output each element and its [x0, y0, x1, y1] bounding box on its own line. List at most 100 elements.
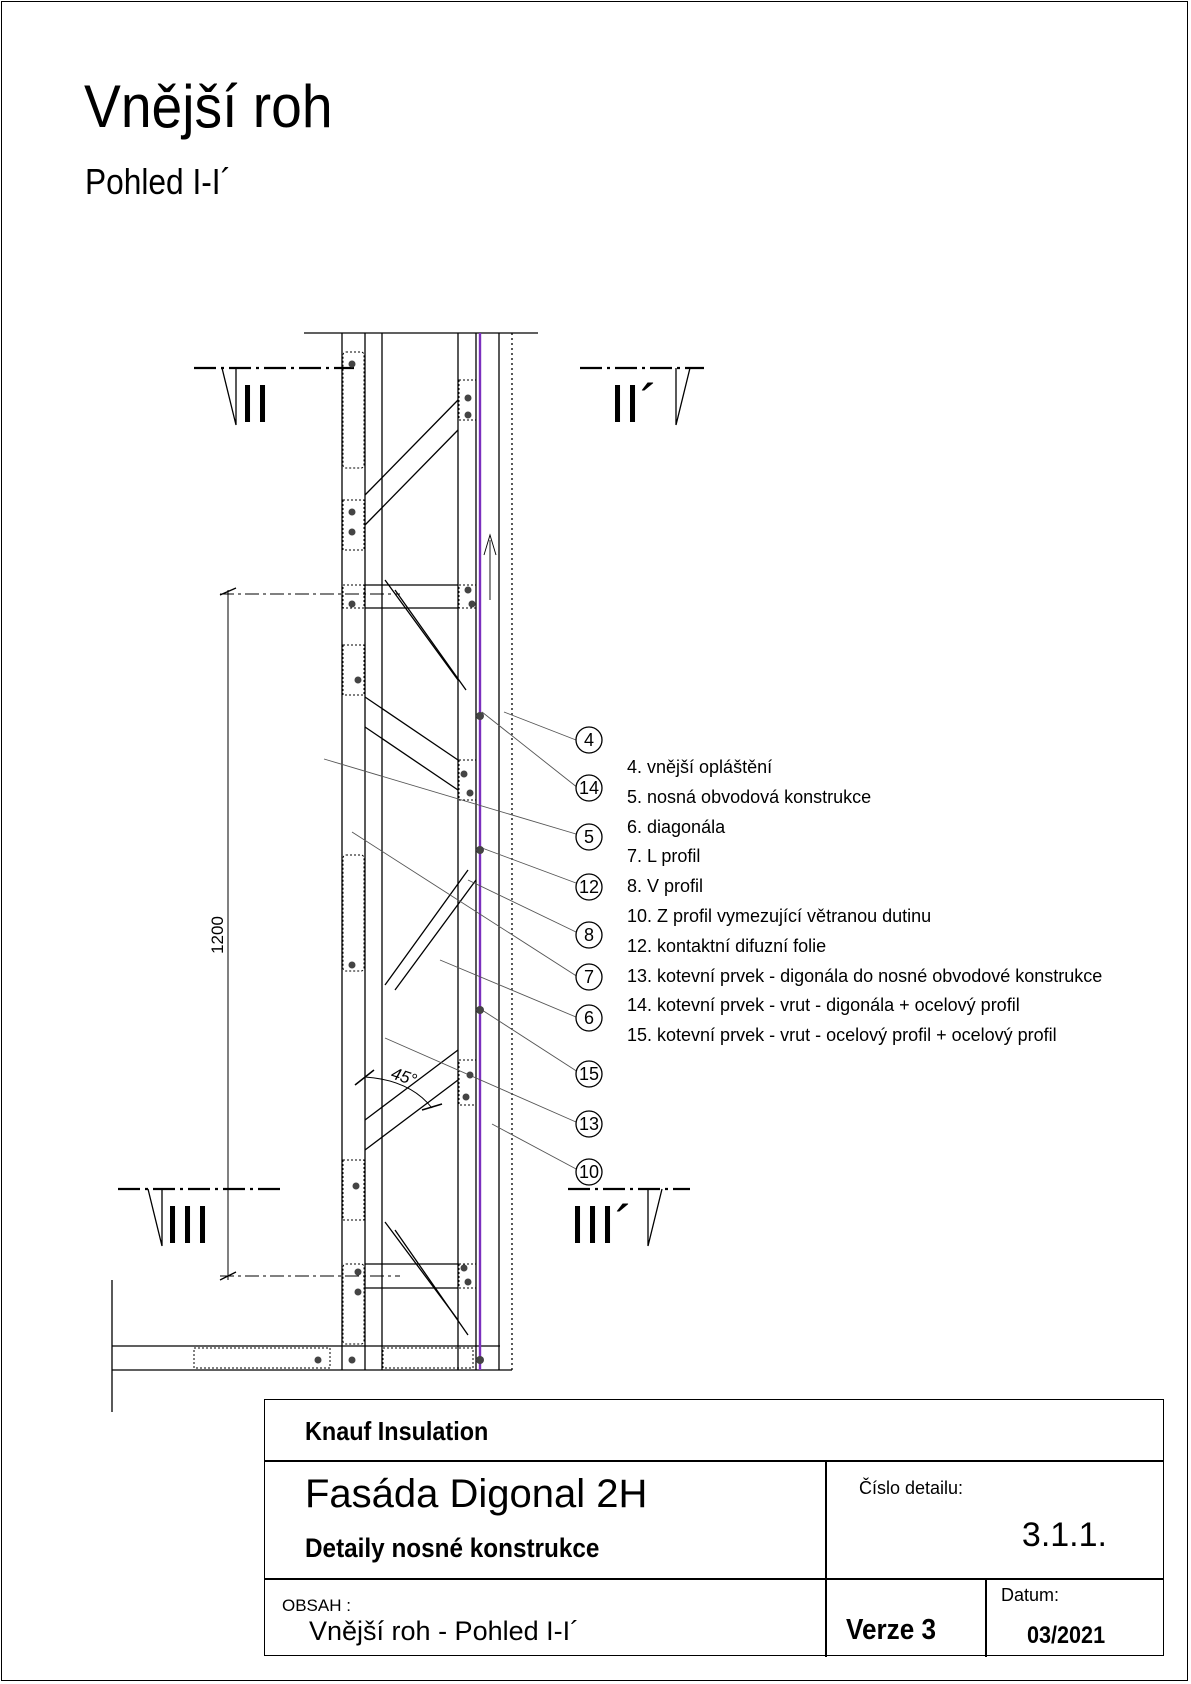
section-label-top-left: II: [240, 374, 270, 434]
anchor-plate: [193, 1347, 331, 1369]
drawing-description: Detaily nosné konstrukce: [305, 1533, 600, 1563]
callout-bubble: [575, 823, 603, 851]
bolt-icon: [464, 1278, 472, 1286]
diagonal: [364, 1079, 459, 1151]
section-arrow: [647, 1188, 663, 1247]
section-arrow: [675, 367, 691, 426]
legend-item: 15. kotevní prvek - vrut - ocelový profi…: [627, 1025, 1057, 1046]
callout-label: 10: [579, 1162, 599, 1182]
title-block: Knauf Insulation Fasáda Digonal 2H Detai…: [264, 1399, 1164, 1657]
bolt-icon: [466, 1071, 474, 1079]
angle-arc: [364, 1076, 433, 1109]
leader-line: [384, 1037, 577, 1123]
section-label-top-right: II´: [610, 374, 658, 434]
leader-line: [481, 847, 577, 884]
anchor-plate: [342, 584, 365, 609]
callout-bubble: [575, 873, 603, 901]
legend-item: 4. vnější opláštění: [627, 757, 773, 777]
callout-label: 14: [579, 778, 599, 798]
legend-item: 14. kotevní prvek - vrut - digonála + oc…: [627, 995, 1020, 1016]
anchor-plate: [458, 379, 477, 421]
bolt-icon: [466, 789, 474, 797]
bolt-icon: [460, 1264, 468, 1272]
angle-tick: [354, 1069, 375, 1086]
bolt-group: [314, 360, 484, 1364]
diagonal: [394, 589, 467, 691]
bolt-icon: [348, 600, 356, 608]
callout-label: 4: [584, 730, 594, 750]
content-value: Vnější roh - Pohled I-I´: [309, 1616, 580, 1646]
anchor-plate: [458, 1263, 477, 1289]
legend-item: 6. diagonála: [627, 816, 726, 837]
callout-label: 5: [584, 827, 594, 847]
section-label-bottom-right: III´: [570, 1195, 633, 1255]
anchor-plate: [458, 1059, 477, 1106]
version: Verze 3: [846, 1614, 936, 1646]
bolt-icon: [348, 508, 356, 516]
legend: 4. vnější opláštění 5. nosná obvodová ko…: [627, 753, 1102, 1051]
anchor-plate: [342, 351, 365, 469]
detail-number: 3.1.1.: [1021, 1516, 1107, 1554]
section-arrow: [147, 1188, 163, 1247]
leader-line: [491, 1123, 579, 1171]
bolt-icon: [354, 1288, 362, 1296]
bolt-icon: [468, 600, 476, 608]
section-arrow: [221, 367, 237, 426]
dimension-label: 1200: [208, 916, 227, 954]
legend-item: 5. nosná obvodová konstrukce: [627, 786, 872, 807]
legend-item: 10. Z profil vymezující větranou dutinu: [627, 905, 932, 926]
date-label: Datum:: [1001, 1585, 1060, 1605]
anchor-plate: [342, 854, 365, 972]
title-block-divider: [265, 1460, 1163, 1462]
screw-icon: [476, 846, 484, 854]
page-title: Vnější roh: [84, 73, 333, 140]
date-value: 03/2021: [1027, 1622, 1106, 1649]
callout-label: 7: [584, 967, 594, 987]
callout-bubble: [575, 1110, 603, 1138]
angle-label: 45°: [389, 1064, 420, 1090]
bolt-icon: [460, 770, 468, 778]
bolt-icon: [348, 360, 356, 368]
leader-line: [481, 711, 579, 789]
callout-label: 13: [579, 1114, 599, 1134]
bolt-icon: [348, 1356, 356, 1364]
title-block-divider: [265, 1578, 1163, 1580]
leader-line: [351, 831, 579, 978]
callout-label: 6: [584, 1008, 594, 1028]
callout-bubble: [575, 1158, 603, 1186]
leader-line: [467, 879, 577, 933]
diagonal: [384, 869, 469, 986]
leader-line: [503, 711, 577, 741]
callout-label: 15: [579, 1064, 599, 1084]
angle-tick: [421, 1103, 443, 1111]
screw-icon: [476, 1356, 484, 1364]
bolt-icon: [348, 961, 356, 969]
screw-icon: [476, 1006, 484, 1014]
anchor-plate: [342, 644, 365, 696]
legend-item: 12. kontaktní difuzní folie: [627, 935, 827, 956]
callout-label: 12: [579, 877, 599, 897]
company-name: Knauf Insulation: [305, 1416, 489, 1446]
bolt-icon: [464, 394, 472, 402]
anchor-plate: [342, 499, 365, 551]
anchor-plate: [458, 759, 477, 801]
bolt-icon: [464, 586, 472, 594]
diagonal: [394, 1229, 469, 1336]
diagonal: [394, 879, 477, 991]
bolt-icon: [354, 1268, 362, 1276]
bolt-icon: [354, 676, 362, 684]
title-block-divider: [985, 1578, 987, 1657]
diagonal: [384, 579, 459, 681]
callout-bubble: [575, 1060, 603, 1088]
callout-bubble: [575, 774, 603, 802]
callout-bubble: [575, 726, 603, 754]
diagonal: [364, 696, 459, 761]
anchor-plate: [342, 1159, 365, 1221]
bolt-icon: [314, 1356, 322, 1364]
anchor-plate: [458, 584, 477, 609]
bolt-icon: [348, 528, 356, 536]
bolt-icon: [464, 411, 472, 419]
callout-bubble: [575, 963, 603, 991]
detail-number-label: Číslo detailu:: [859, 1478, 964, 1498]
